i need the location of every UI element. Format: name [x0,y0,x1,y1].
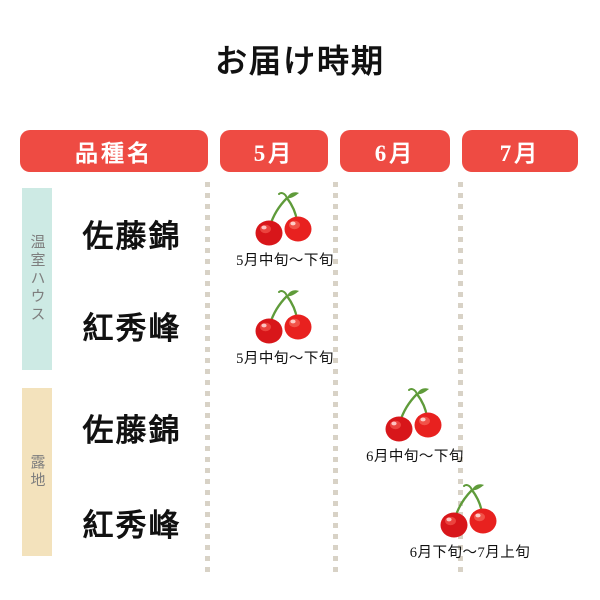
period-cell-row-1: 5月中旬〜下旬 [195,186,375,270]
column-header-month-6: 6月 [340,130,450,172]
column-header-month-7: 7月 [462,130,578,172]
column-divider-3 [458,182,463,572]
column-divider-1 [205,182,210,572]
variety-label-row-1: 佐藤錦 [82,219,182,254]
period-label-row-3: 6月中旬〜下旬 [366,449,464,465]
column-divider-2 [333,182,338,572]
cherry-icon [195,186,375,248]
cherry-icon [195,284,375,346]
period-label-row-4: 6月下旬〜7月上旬 [409,545,531,561]
variety-label-row-4: 紅秀峰 [82,508,182,543]
variety-label-row-2: 紅秀峰 [82,311,182,346]
period-label-row-2: 5月中旬〜下旬 [236,351,334,367]
header-row: 品種名 5月 6月 7月 [0,130,600,172]
group-band-openfield: 露地 [22,388,52,556]
cherry-icon [380,478,560,540]
period-cell-row-4: 6月下旬〜7月上旬 [380,478,560,562]
period-cell-row-3: 6月中旬〜下旬 [325,382,505,466]
group-band-greenhouse: 温室ハウス [22,188,52,370]
period-label-row-1: 5月中旬〜下旬 [236,253,334,269]
period-cell-row-2: 5月中旬〜下旬 [195,284,375,368]
cherry-icon [325,382,505,444]
column-header-variety-name: 品種名 [20,130,208,172]
column-header-month-5: 5月 [220,130,328,172]
page-title: お届け時期 [214,43,385,79]
variety-label-row-3: 佐藤錦 [82,413,182,448]
